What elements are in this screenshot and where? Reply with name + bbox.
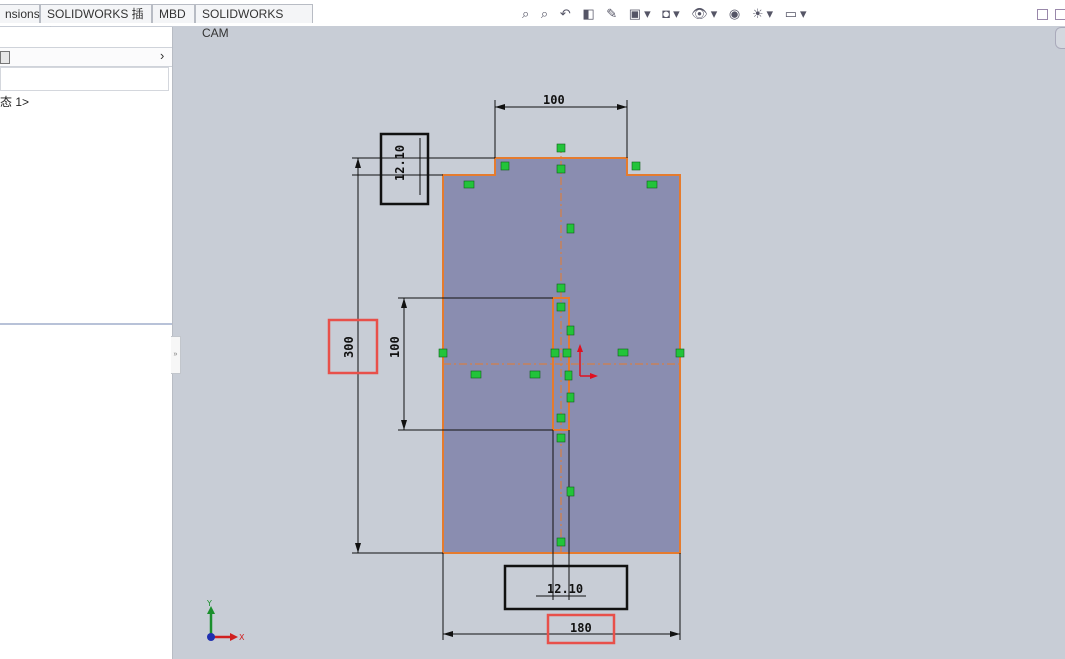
tree-item-configuration[interactable]: 态 1> [0, 95, 30, 109]
tab-solidworks-addins[interactable]: SOLIDWORKS 插件 [40, 4, 152, 40]
zoom-to-fit-icon[interactable]: ⌕ [522, 6, 533, 21]
dim-text-top: 100 [543, 93, 565, 107]
window-restore-icon[interactable] [1055, 9, 1065, 20]
panel-tab-icon[interactable] [0, 51, 10, 64]
panel-splitter[interactable] [0, 323, 172, 325]
dim-text-left-small: 12.10 [393, 145, 407, 181]
heads-up-view-toolbar: ⌕ ⌕ ↶ ◧ ✎ ▣▾ ◘▾ 👁▾ ◉ ☀▾ ▭▾ [522, 6, 812, 24]
dim-text-left: 300 [342, 336, 356, 358]
task-pane-toggle[interactable] [1055, 27, 1065, 49]
dimension-left-12-10[interactable]: 12.10 [352, 132, 495, 206]
hide-show-items-icon[interactable]: 👁▾ [691, 6, 721, 21]
tree-filter-input[interactable] [0, 67, 169, 91]
dynamic-annotation-icon[interactable]: ✎ [606, 6, 621, 21]
dimension-bottom-12-10[interactable]: 12.10 [503, 430, 629, 611]
tab-dimensions[interactable]: nsions [0, 4, 40, 23]
dimension-slot-100[interactable]: 100 [388, 297, 553, 431]
highlight-box-180 [546, 613, 616, 645]
dim-text-slot: 100 [388, 336, 402, 358]
graphics-area[interactable]: 100 12.10 300 100 12.10 [180, 27, 1065, 659]
triad-x-label: X [239, 633, 245, 642]
sketch-origin-icon [577, 344, 598, 379]
dimension-top-100[interactable]: 100 [494, 93, 628, 158]
view-triad-icon: Y X [206, 599, 245, 642]
edit-appearance-icon[interactable]: ◉ [728, 6, 744, 21]
apply-scene-icon[interactable]: ☀▾ [751, 6, 777, 21]
dim-text-bottom: 180 [570, 621, 592, 635]
sketch-relations [438, 143, 685, 547]
dimension-bottom-180[interactable]: 180 [442, 553, 681, 645]
panel-tab-row: › [0, 47, 172, 67]
tab-mbd[interactable]: MBD [152, 4, 195, 23]
dim-text-bottom-small: 12.10 [547, 582, 583, 596]
command-manager-tabbar: nsions SOLIDWORKS 插件 MBD SOLIDWORKS CAM … [0, 0, 1065, 40]
zoom-to-area-icon[interactable]: ⌕ [540, 6, 552, 21]
display-style-icon[interactable]: ◘▾ [662, 6, 683, 21]
section-view-icon[interactable]: ◧ [582, 6, 598, 21]
view-orientation-icon[interactable]: ▣▾ [628, 6, 654, 21]
triad-y-label: Y [206, 599, 212, 608]
window-tile-icon[interactable] [1037, 9, 1048, 20]
chevron-right-icon[interactable]: › [160, 48, 165, 63]
panel-collapse-handle[interactable]: » [171, 336, 181, 374]
view-settings-icon[interactable]: ▭▾ [784, 6, 810, 21]
tab-solidworks-cam[interactable]: SOLIDWORKS CAM [195, 4, 313, 40]
feature-manager-panel: › 态 1> [0, 27, 173, 659]
highlight-box-300 [327, 318, 379, 375]
previous-view-icon[interactable]: ↶ [559, 6, 574, 21]
dimension-left-300[interactable]: 300 [327, 158, 443, 554]
